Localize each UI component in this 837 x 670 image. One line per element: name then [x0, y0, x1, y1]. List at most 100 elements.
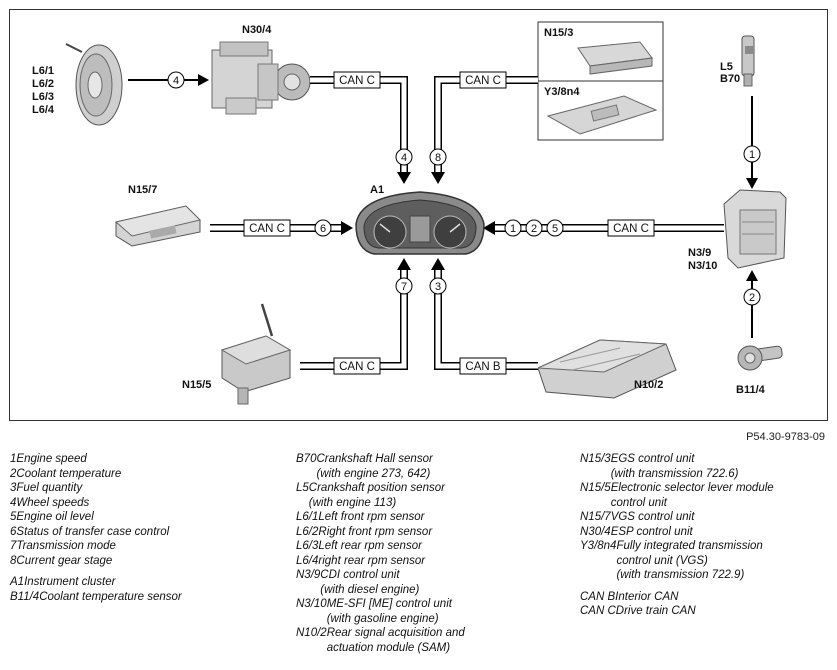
n10-2-label: N10/2: [634, 379, 663, 391]
legend-description: Instrument cluster: [24, 576, 116, 588]
wheel-sensors-label-l2: L6/2: [32, 78, 54, 90]
wheel-sensors-label-l3: L6/3: [32, 91, 54, 103]
brake-disc-icon: [65, 43, 123, 126]
n15-7-label: N15/7: [128, 184, 157, 196]
bus-label: CAN C: [339, 361, 375, 373]
legend-key: CAN C: [580, 605, 616, 617]
can-c-bus-n3: CAN C 1 2 5: [483, 219, 724, 237]
legend-description: Drive train CAN: [615, 605, 696, 617]
transmission-units-box: [537, 21, 664, 141]
crankshaft-sensor-icon: [741, 35, 755, 87]
a1-label: A1: [370, 184, 384, 196]
n15-3-label: N15/3: [544, 27, 573, 39]
legend-description: Coolant temperature sensor: [39, 590, 182, 603]
legend-description: VGS control unit: [610, 511, 695, 523]
legend-key: 5: [10, 511, 17, 523]
legend-description: Fully integrated transmission control un…: [616, 540, 763, 581]
legend-key: B70: [296, 453, 317, 465]
n3-label-l2: N3/10: [688, 260, 717, 272]
signal-number: 3: [435, 281, 441, 293]
legend-description: right rear rpm sensor: [318, 554, 426, 567]
legend-description: Left rear rpm sensor: [318, 540, 422, 552]
legend-key: L6/4: [296, 554, 319, 567]
signal-number: 4: [401, 152, 407, 164]
legend-key: L6/1: [296, 511, 319, 523]
bus-label: CAN C: [613, 223, 649, 235]
b11-4-label: B11/4: [736, 384, 766, 396]
legend-key: 8: [10, 554, 17, 567]
vgs-unit-icon: [114, 205, 201, 247]
legend-key: B11/4: [10, 590, 40, 603]
legend-description: ME-SFI [ME] control unit (with gasoline …: [326, 598, 452, 625]
legend-description: CDI control unit (with diesel engine): [320, 569, 420, 596]
can-c-bus-n15-7: CAN C 6: [210, 219, 353, 237]
egs-control-unit-icon: [577, 41, 653, 75]
legend-key: Y3/8n4: [580, 540, 617, 552]
legend-description: Crankshaft Hall sensor (with engine 273,…: [316, 453, 433, 480]
legend-description: Left front rpm sensor: [318, 511, 425, 523]
legend-key: A1: [10, 576, 25, 588]
bus-label: CAN C: [465, 75, 501, 87]
legend-key: 6: [10, 525, 17, 538]
signal-number: 1: [749, 149, 755, 161]
legend-description: ESP control unit: [610, 525, 693, 538]
legend-key: N10/2: [296, 627, 327, 639]
wheel-to-esp-line: 4: [128, 71, 209, 89]
legend-key: 2: [10, 467, 17, 480]
signal-number: 4: [173, 75, 179, 87]
legend-description: Electronic selector lever module control…: [610, 482, 774, 509]
legend-description: Engine oil level: [16, 511, 94, 523]
vgs-control-unit-icon: [546, 95, 658, 135]
legend-description: Coolant temperature: [16, 467, 122, 480]
legend-key: 1: [10, 453, 17, 465]
legend-description: Transmission mode: [16, 540, 116, 552]
legend-key: N3/10: [296, 598, 327, 610]
signal-number: 2: [531, 223, 537, 235]
esp-unit-icon: [211, 41, 311, 115]
signal-number: 2: [749, 292, 755, 304]
legend-key: 7: [10, 540, 17, 552]
n15-5-label: N15/5: [182, 379, 211, 391]
y3-8n4-label: Y3/8n4: [544, 86, 580, 98]
selector-lever-icon: [220, 303, 292, 405]
signal-number: 8: [435, 152, 441, 164]
engine-control-unit-icon: [723, 189, 787, 269]
wheel-sensors-label-l1: L6/1: [32, 65, 54, 77]
sam-module-icon: [537, 339, 677, 399]
l5-b70-label-l1: L5: [720, 61, 733, 73]
n30-4-label: N30/4: [242, 24, 272, 36]
figure-reference: P54.30-9783-09: [746, 431, 825, 443]
l5-to-engine-line: 1: [743, 96, 761, 189]
legend-key: L6/2: [296, 525, 319, 538]
coolant-sensor-icon: [737, 345, 783, 371]
legend-key: L5: [296, 482, 309, 494]
b11-to-engine-line: 2: [743, 270, 761, 338]
bus-label: CAN C: [339, 75, 375, 87]
instrument-cluster-icon: [355, 191, 485, 255]
legend-description: Status of transfer case control: [16, 525, 170, 538]
